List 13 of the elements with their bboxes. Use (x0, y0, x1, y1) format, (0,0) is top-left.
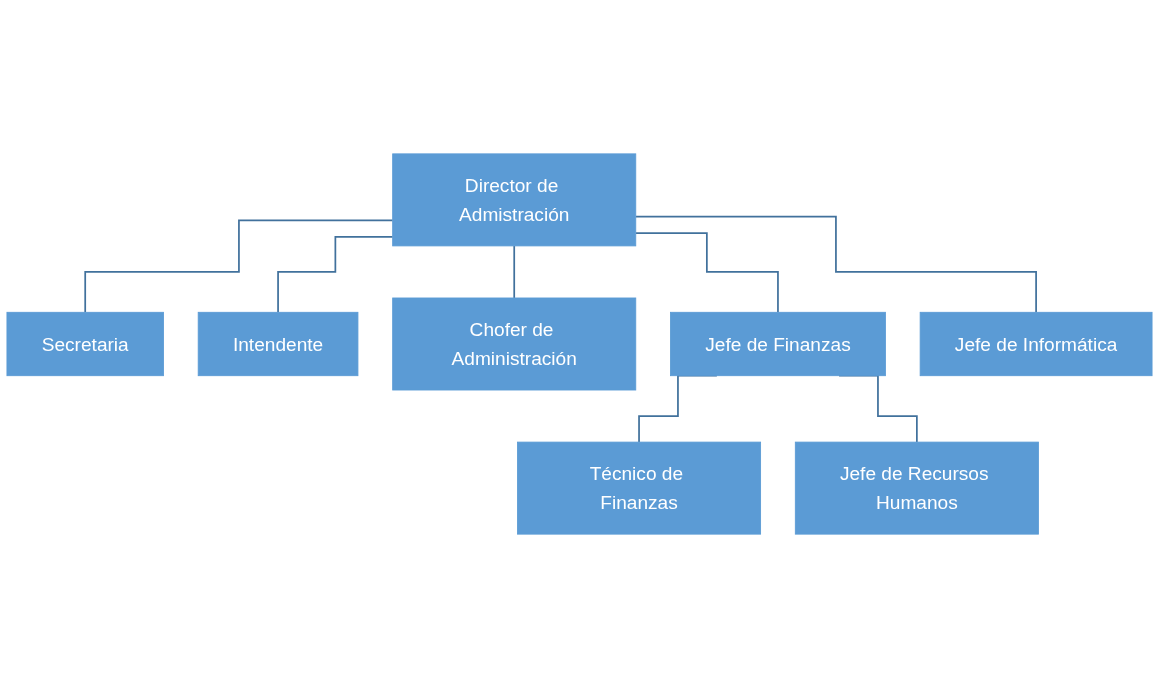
node-box: Técnico de Finanzas (517, 441, 762, 535)
node-box: Director de Admistración (392, 153, 637, 247)
node-box: Intendente (197, 311, 359, 377)
node-box: Jefe de Finanzas (670, 311, 886, 377)
connector (513, 245, 516, 299)
node-box: Jefe de Recursos Humanos (794, 441, 1039, 535)
connector (84, 219, 394, 314)
connector (634, 215, 1037, 314)
connector (277, 236, 394, 314)
node-box: Chofer de Administración (392, 297, 637, 391)
node-box: Jefe de Informática (919, 311, 1153, 377)
node-box: Secretaria (6, 311, 164, 377)
connector (634, 232, 779, 314)
